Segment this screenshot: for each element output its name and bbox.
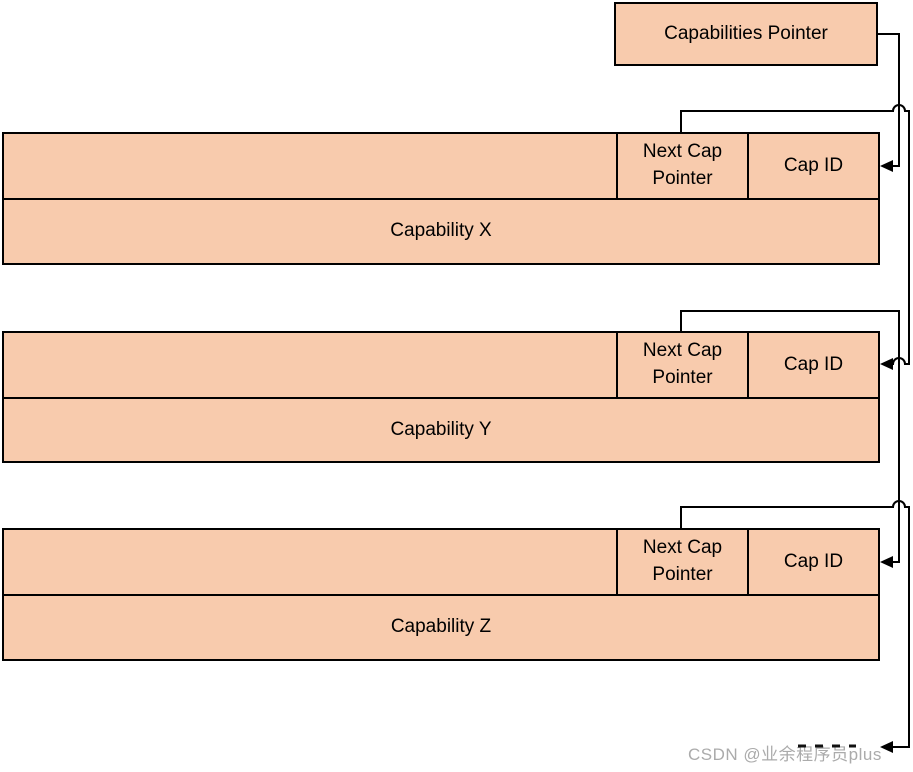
capability-y-table: Next Cap Pointer Cap ID Capability Y	[2, 331, 880, 463]
capability-x-next-cap-pointer-cell: Next Cap Pointer	[616, 134, 749, 198]
next-cap-pointer-label: Next Cap Pointer	[642, 537, 723, 585]
capability-y-cap-id-cell: Cap ID	[749, 333, 878, 397]
capabilities-pointer-box: Capabilities Pointer	[614, 2, 878, 66]
watermark-text: CSDN @业余程序员plus	[688, 745, 882, 764]
capability-y-label: Capability Y	[390, 418, 492, 440]
capability-y-register-row: Next Cap Pointer Cap ID	[4, 333, 878, 399]
connector-cap-pointer-to-x	[878, 33, 900, 167]
capability-y-name-row: Capability Y	[4, 399, 878, 460]
capability-x-register-row: Next Cap Pointer Cap ID	[4, 134, 878, 200]
capability-z-name-row: Capability Z	[4, 596, 878, 657]
capabilities-pointer-label: Capabilities Pointer	[664, 23, 828, 44]
arrowhead-icon	[880, 160, 893, 172]
capability-z-label: Capability Z	[390, 615, 492, 637]
capability-x-label: Capability X	[390, 219, 492, 241]
capability-z-next-cap-pointer-cell: Next Cap Pointer	[616, 530, 749, 594]
arrowhead-icon	[880, 556, 893, 568]
cap-id-label: Cap ID	[783, 354, 844, 375]
capability-z-cap-id-cell: Cap ID	[749, 530, 878, 594]
cap-id-label: Cap ID	[783, 551, 844, 572]
cap-id-label: Cap ID	[783, 155, 844, 176]
arrowhead-icon	[880, 741, 893, 753]
capability-x-table: Next Cap Pointer Cap ID Capability X	[2, 132, 880, 265]
capability-x-cap-id-cell: Cap ID	[749, 134, 878, 198]
capability-y-next-cap-pointer-cell: Next Cap Pointer	[616, 333, 749, 397]
arrowhead-icon	[880, 358, 893, 370]
capability-z-table: Next Cap Pointer Cap ID Capability Z	[2, 528, 880, 661]
capability-z-register-row: Next Cap Pointer Cap ID	[4, 530, 878, 596]
capability-x-name-row: Capability X	[4, 200, 878, 261]
capability-y-body-cell	[4, 333, 616, 397]
capability-z-body-cell	[4, 530, 616, 594]
capability-x-body-cell	[4, 134, 616, 198]
next-cap-pointer-label: Next Cap Pointer	[642, 340, 723, 388]
next-cap-pointer-label: Next Cap Pointer	[642, 141, 723, 189]
